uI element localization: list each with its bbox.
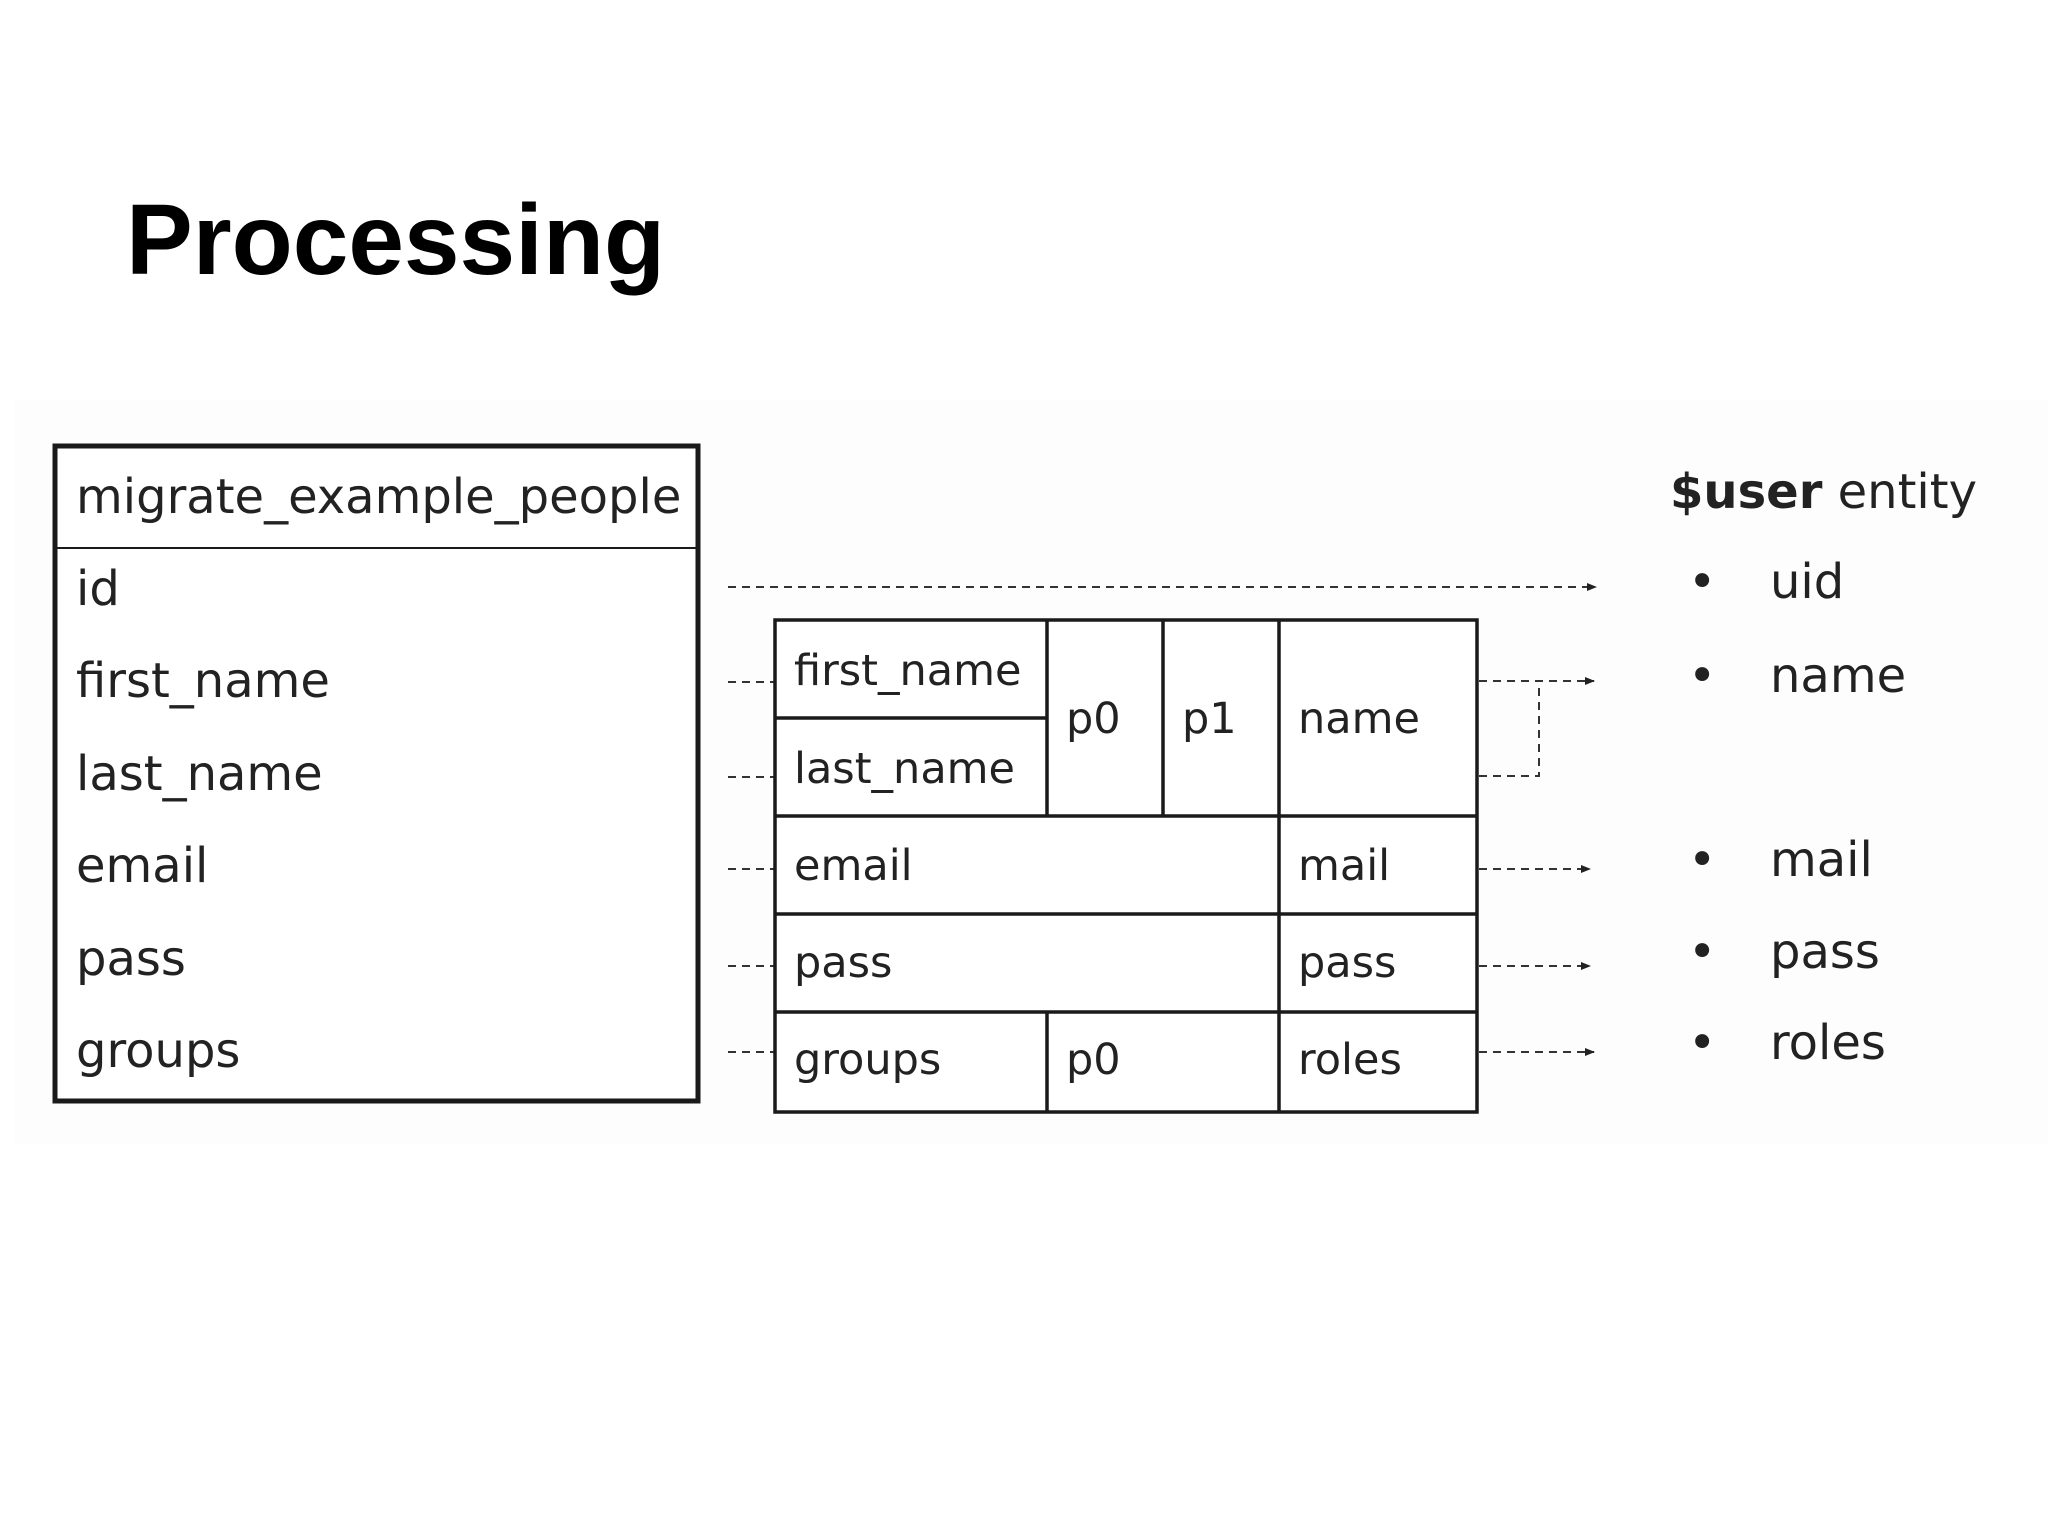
user-entity: $user entity • uid • name • mail • pass … [1670,464,1977,1071]
source-field-email: email [76,838,208,894]
entity-bullet-mail: • [1688,832,1716,888]
mapping-p0: p0 [1066,694,1121,744]
entity-field-uid: uid [1770,554,1844,610]
entity-field-mail: mail [1770,832,1873,888]
source-field-id: id [76,561,120,617]
mapping-pass-dest: pass [1298,938,1396,988]
entity-field-pass: pass [1770,924,1880,980]
source-table: migrate_example_people id first_name las… [52,443,701,1104]
entity-bullet-name: • [1688,648,1716,704]
source-connectors [728,681,774,1053]
entity-field-roles: roles [1770,1015,1886,1071]
entity-bullet-roles: • [1688,1015,1716,1071]
source-table-border [52,443,701,1104]
mapping-name: name [1298,694,1420,744]
source-table-name: migrate_example_people [76,469,681,525]
mapping-roles: roles [1298,1035,1402,1085]
entity-title-rest: entity [1822,464,1977,520]
destination-connectors [728,583,1597,1056]
entity-field-name: name [1770,648,1906,704]
mapping-p1: p1 [1182,694,1237,744]
mapping-mail: mail [1298,841,1390,891]
entity-bullet-pass: • [1688,924,1716,980]
arrow-name-merge [1479,681,1540,777]
mapping-grid-border [773,618,1479,1114]
entity-title-bold: $user [1670,464,1823,520]
mapping-labels: first_name last_name p0 p1 name email ma… [794,646,1420,1085]
source-field-groups: groups [76,1023,240,1079]
mapping-email: email [794,841,913,891]
slide-title: Processing [126,184,666,296]
mapping-first-name: first_name [794,646,1021,696]
mapping-last-name: last_name [794,744,1015,794]
source-field-last-name: last_name [76,746,323,802]
mapping-groups: groups [794,1035,941,1085]
mapping-grid [773,618,1479,1114]
mapping-groups-p0: p0 [1066,1035,1121,1085]
source-field-pass: pass [76,931,186,987]
entity-bullet-uid: • [1688,554,1716,610]
mapping-pass-source: pass [794,938,892,988]
source-field-first-name: first_name [76,653,330,709]
entity-title: $user entity [1670,464,1977,520]
